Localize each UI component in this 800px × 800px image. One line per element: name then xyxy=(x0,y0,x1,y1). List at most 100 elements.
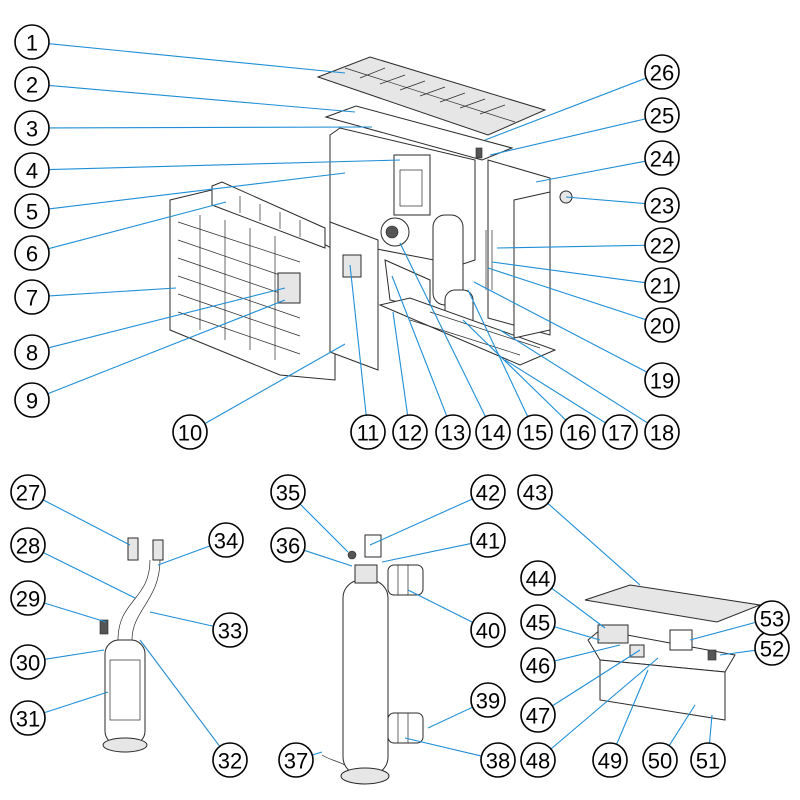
callout-number: 28 xyxy=(16,534,40,559)
callout-number: 15 xyxy=(523,421,547,446)
leader-line-22 xyxy=(496,244,646,249)
callout-5: 5 xyxy=(14,193,50,229)
callout-48: 48 xyxy=(520,742,556,778)
leader-line-38 xyxy=(404,737,482,757)
compressor-shell xyxy=(104,639,146,746)
callout-14: 14 xyxy=(475,414,511,450)
callout-circle xyxy=(644,267,680,303)
callout-circle xyxy=(602,414,638,450)
callout-33: 33 xyxy=(212,612,248,648)
leader-line-27 xyxy=(42,499,131,546)
callout-circle xyxy=(278,742,314,778)
leader-line-5 xyxy=(48,172,346,210)
callout-circle xyxy=(14,235,50,271)
callout-8: 8 xyxy=(14,334,50,370)
callout-number: 35 xyxy=(276,481,300,506)
leader-line-9 xyxy=(47,299,286,395)
leader-line-20 xyxy=(487,267,647,321)
callout-circle xyxy=(14,24,50,60)
callout-circle xyxy=(14,382,50,418)
callout-44: 44 xyxy=(520,560,556,596)
callout-number: 43 xyxy=(523,481,547,506)
callout-circle xyxy=(644,54,680,90)
leader-line-12 xyxy=(392,311,409,416)
callout-3: 3 xyxy=(14,110,50,146)
callout-circle xyxy=(520,604,556,640)
callout-circle xyxy=(270,527,306,563)
callout-6: 6 xyxy=(14,235,50,271)
top-cover xyxy=(316,56,547,136)
callout-circle xyxy=(14,110,50,146)
callout-number: 38 xyxy=(486,749,510,774)
callout-circle xyxy=(520,697,556,733)
callout-number: 40 xyxy=(476,619,500,644)
callout-49: 49 xyxy=(592,742,628,778)
callout-circle xyxy=(644,140,680,176)
callout-25: 25 xyxy=(644,97,680,133)
top-frame xyxy=(324,105,514,161)
callout-circle xyxy=(172,414,208,450)
leader-line-49 xyxy=(616,669,649,745)
callout-29: 29 xyxy=(10,580,46,616)
leader-line-10 xyxy=(204,343,346,425)
callout-circle xyxy=(644,307,680,343)
callout-21: 21 xyxy=(644,267,680,303)
callout-number: 12 xyxy=(398,421,422,446)
callout-circle xyxy=(14,279,50,315)
callout-12: 12 xyxy=(392,414,428,450)
leader-line-8 xyxy=(48,287,286,349)
leader-line-28 xyxy=(42,552,136,599)
callout-7: 7 xyxy=(14,279,50,315)
callout-18: 18 xyxy=(644,414,680,450)
callout-number: 14 xyxy=(481,421,505,446)
upper-union xyxy=(387,564,424,596)
leader-line-50 xyxy=(668,704,696,746)
callout-number: 2 xyxy=(26,73,38,98)
lower-union xyxy=(387,712,424,744)
callout-number: 21 xyxy=(650,274,674,299)
leader-line-48 xyxy=(550,657,659,750)
side-access-plate xyxy=(513,191,551,339)
leader-line-2 xyxy=(48,84,356,113)
callout-number: 42 xyxy=(476,481,500,506)
callout-31: 31 xyxy=(10,700,46,736)
callout-4: 4 xyxy=(14,152,50,188)
callout-number: 49 xyxy=(598,749,622,774)
leader-line-14 xyxy=(399,242,486,417)
leader-line-11 xyxy=(349,264,367,416)
callout-circle xyxy=(14,193,50,229)
callout-circle xyxy=(208,522,244,558)
bracket xyxy=(277,272,301,304)
leader-line-1 xyxy=(48,43,346,74)
callout-circle xyxy=(10,474,46,510)
callout-number: 52 xyxy=(760,637,784,662)
callout-37: 37 xyxy=(278,742,314,778)
leader-line-47 xyxy=(552,649,641,707)
leader-line-26 xyxy=(484,77,647,141)
callout-50: 50 xyxy=(642,742,678,778)
callout-circle xyxy=(520,742,556,778)
callout-circle xyxy=(517,474,553,510)
base-tray xyxy=(378,297,557,366)
callout-41: 41 xyxy=(470,522,506,558)
callout-number: 45 xyxy=(526,611,550,636)
leader-line-45 xyxy=(554,626,601,641)
leader-line-7 xyxy=(48,287,177,297)
flow-switch xyxy=(364,534,382,558)
callout-number: 10 xyxy=(178,421,202,446)
leader-line-23 xyxy=(565,196,646,205)
callout-number: 1 xyxy=(26,31,38,56)
leader-line-46 xyxy=(554,644,621,662)
leader-line-53 xyxy=(689,621,756,641)
callout-19: 19 xyxy=(644,362,680,398)
leader-line-51 xyxy=(708,714,713,744)
callout-17: 17 xyxy=(602,414,638,450)
callout-number: 37 xyxy=(284,749,308,774)
callout-51: 51 xyxy=(690,742,726,778)
callout-circle xyxy=(270,474,306,510)
callout-52: 52 xyxy=(754,630,790,666)
callout-number: 53 xyxy=(760,607,784,632)
callout-circle xyxy=(10,527,46,563)
leader-line-16 xyxy=(462,319,567,421)
callout-number: 11 xyxy=(357,421,380,446)
